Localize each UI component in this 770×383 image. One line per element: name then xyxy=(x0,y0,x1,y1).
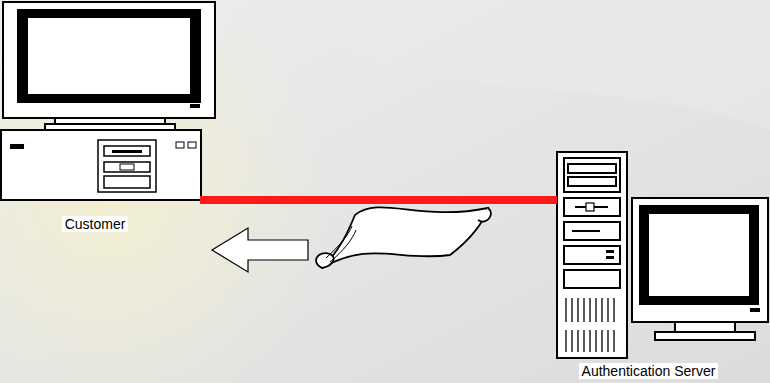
direction-arrow xyxy=(212,228,308,272)
node-label: Authentication Server xyxy=(579,363,719,379)
node-label-holder: Customer xyxy=(0,214,200,234)
computer-node: Authentication Server xyxy=(557,150,770,381)
server-tower xyxy=(557,152,627,358)
server-monitor xyxy=(632,198,768,340)
computer-node: Customer xyxy=(0,0,200,234)
node-label: Customer xyxy=(62,216,129,232)
token-scroll xyxy=(316,207,491,268)
node-label-holder: Authentication Server xyxy=(557,361,770,381)
network-link xyxy=(200,196,557,204)
desktop-computer xyxy=(1,2,215,200)
